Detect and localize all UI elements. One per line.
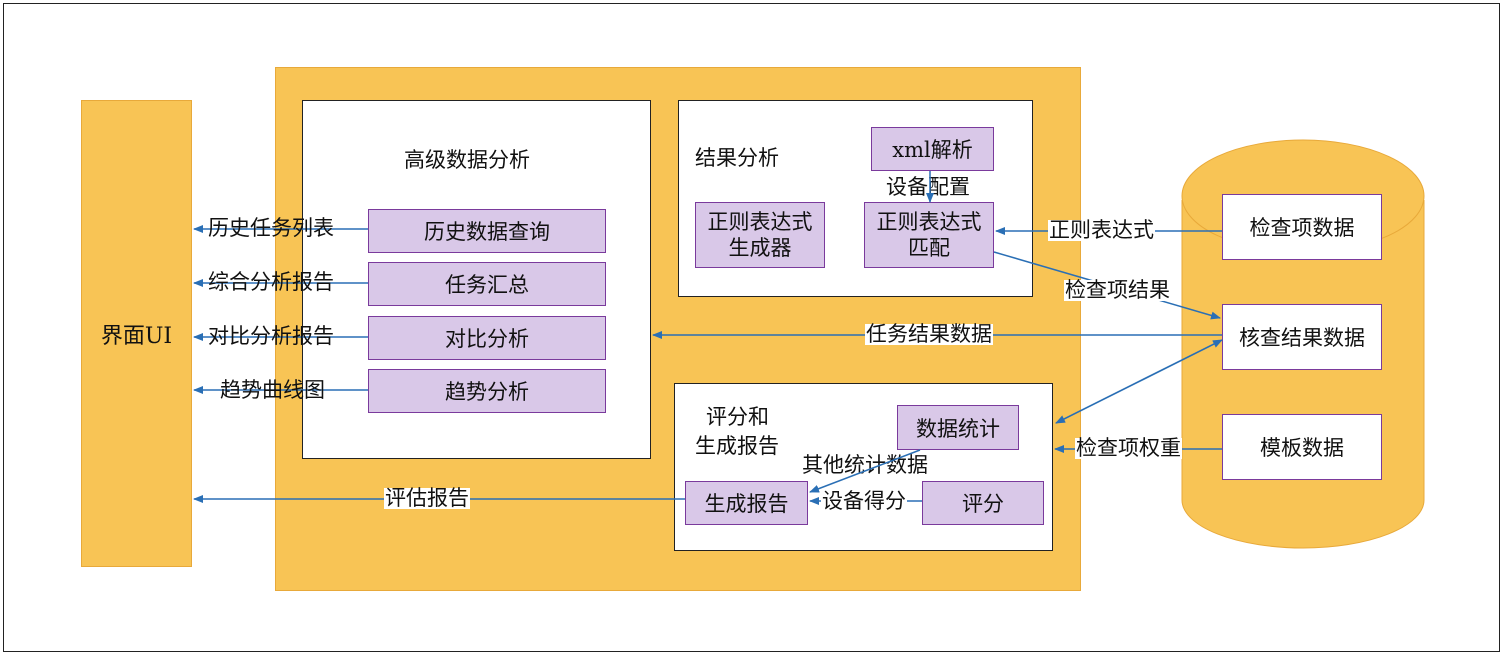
ui-block: 界面UI	[81, 100, 192, 567]
flow-regex: 正则表达式	[1048, 218, 1155, 242]
regex-generator-label-2: 生成器	[728, 236, 792, 260]
scoring-title-1: 评分和	[706, 405, 769, 429]
advanced-analysis-title: 高级数据分析	[404, 148, 530, 172]
scoring-title-2: 生成报告	[695, 434, 779, 458]
data-stats-label: 数据统计	[916, 416, 1000, 441]
xml-parse-box: xml解析	[871, 127, 994, 171]
regex-generator-box: 正则表达式 生成器	[695, 202, 825, 268]
flow-check-item-result: 检查项结果	[1064, 278, 1171, 302]
output-trend-chart: 趋势曲线图	[220, 378, 325, 402]
data-stats-box: 数据统计	[897, 405, 1019, 450]
regex-match-box: 正则表达式 匹配	[864, 202, 994, 268]
module-history-query-label: 历史数据查询	[424, 220, 550, 244]
flow-task-result-data: 任务结果数据	[865, 322, 993, 346]
module-comparison: 对比分析	[368, 316, 606, 360]
result-analysis-title: 结果分析	[695, 146, 779, 170]
template-label: 模板数据	[1260, 436, 1344, 460]
module-trend-label: 趋势分析	[445, 380, 529, 404]
flow-eval-report: 评估报告	[384, 486, 470, 510]
check-items-box: 检查项数据	[1222, 194, 1382, 260]
module-trend: 趋势分析	[368, 369, 606, 413]
output-comparison-report: 对比分析报告	[208, 324, 334, 348]
template-box: 模板数据	[1222, 414, 1382, 480]
module-history-query: 历史数据查询	[368, 209, 606, 253]
flow-check-item-weight: 检查项权重	[1075, 436, 1182, 460]
generate-report-box: 生成报告	[685, 481, 808, 525]
check-results-label: 核查结果数据	[1239, 326, 1365, 350]
generate-report-label: 生成报告	[704, 492, 789, 516]
regex-match-label-2: 匹配	[908, 236, 950, 260]
ui-block-label: 界面UI	[100, 323, 173, 349]
check-items-label: 检查项数据	[1249, 216, 1355, 240]
check-results-box: 核查结果数据	[1222, 304, 1382, 370]
output-history-list: 历史任务列表	[208, 216, 334, 240]
score-label: 评分	[962, 492, 1004, 516]
module-task-summary-label: 任务汇总	[445, 273, 529, 297]
device-config-label: 设备配置	[886, 175, 970, 199]
output-summary-report: 综合分析报告	[208, 270, 334, 294]
regex-generator-label-1: 正则表达式	[707, 209, 813, 234]
module-comparison-label: 对比分析	[445, 327, 529, 351]
regex-match-label-1: 正则表达式	[876, 209, 982, 234]
xml-parse-label: xml解析	[892, 138, 973, 162]
flow-device-score: 设备得分	[821, 489, 907, 513]
diagram-frame	[3, 3, 1500, 652]
score-box: 评分	[922, 481, 1044, 525]
module-task-summary: 任务汇总	[368, 262, 606, 306]
